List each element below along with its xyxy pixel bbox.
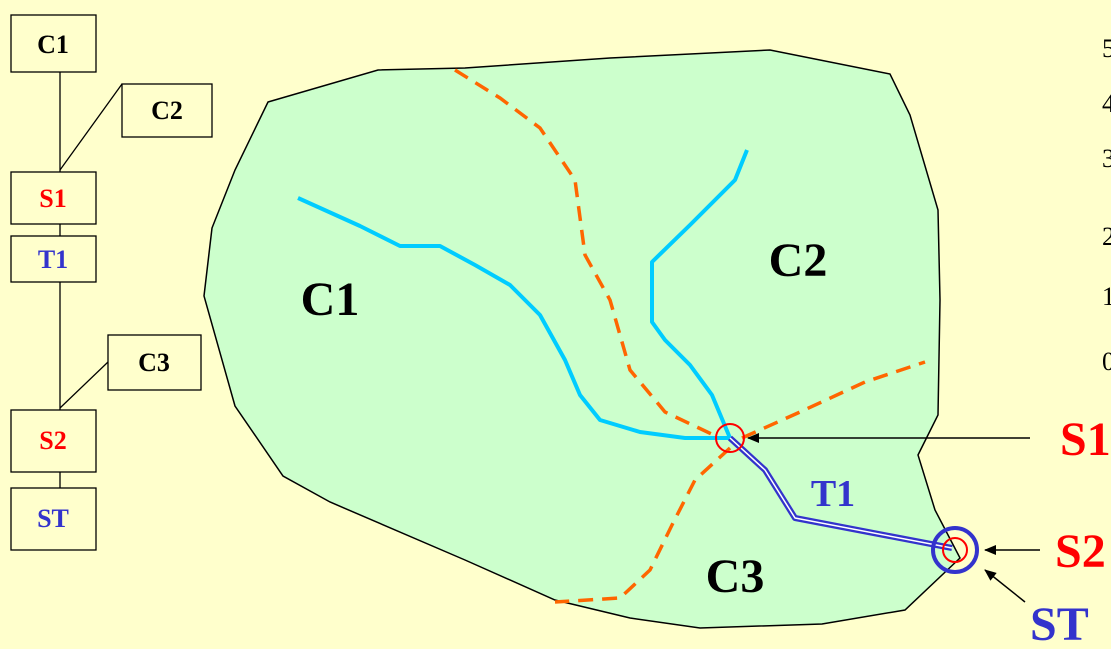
node-s1	[715, 423, 745, 453]
tree-box-s1	[10, 171, 97, 225]
tree-label-s2: S2	[39, 426, 66, 455]
tree-box-st	[10, 487, 97, 551]
tree-box-c3	[107, 334, 202, 391]
side-number-2: 2	[1102, 222, 1111, 251]
side-number-4: 4	[1102, 89, 1111, 118]
divide-c2-c3	[741, 360, 926, 440]
tree-link-c2-s1	[59, 83, 123, 171]
tree-box-c1	[10, 14, 97, 73]
map-label-c1: C1	[301, 273, 360, 326]
watershed-map: C1 C2 C3 T1	[203, 49, 979, 629]
tree-link-c3-s2	[59, 361, 109, 409]
river-c1	[297, 196, 730, 440]
tree-label-c3: C3	[138, 348, 170, 377]
tree-label-t1: T1	[38, 245, 68, 274]
side-number-0: 0	[1102, 347, 1111, 376]
tree-box-s2	[10, 409, 97, 473]
reach-t1-inner	[729, 437, 953, 549]
divide-c1-c3	[554, 446, 732, 604]
map-label-t1: T1	[811, 473, 855, 515]
side-numbers: 5 4 3 2 1 0	[1102, 34, 1111, 376]
tree-box-c2	[121, 83, 213, 138]
tree-label-st: ST	[37, 504, 69, 533]
map-label-c3: C3	[706, 550, 765, 603]
pointer-label-s2: S2	[1055, 525, 1106, 578]
river-c2	[650, 149, 749, 439]
tree-label-c2: C2	[151, 96, 183, 125]
node-st	[931, 526, 979, 574]
side-number-1: 1	[1102, 282, 1111, 311]
pointer-label-s1: S1	[1060, 413, 1111, 466]
node-s2	[942, 537, 968, 563]
tree-schematic: C1 C2 S1 T1 C3 S2 ST	[10, 14, 213, 551]
tree-box-t1	[10, 235, 97, 283]
tree-label-s1: S1	[39, 184, 66, 213]
divide-c1-c2	[454, 68, 721, 440]
map-label-c2: C2	[769, 234, 828, 287]
side-number-3: 3	[1102, 144, 1111, 173]
pointer-label-st: ST	[1030, 598, 1089, 649]
arrow-st	[984, 569, 1026, 603]
side-number-5: 5	[1102, 34, 1111, 63]
basin-boundary	[203, 49, 961, 629]
pointers: S1 S2 ST	[747, 413, 1111, 649]
tree-label-c1: C1	[37, 30, 69, 59]
